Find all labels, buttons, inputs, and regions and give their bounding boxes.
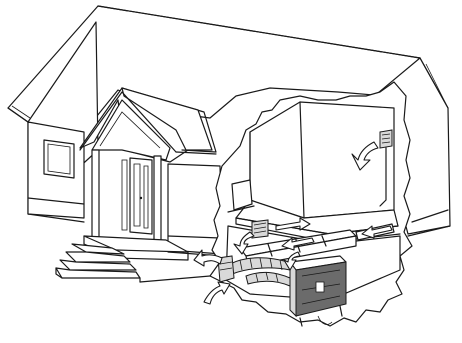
airflow-arrow-trunk-1 — [275, 217, 311, 231]
porch — [55, 87, 217, 283]
airflow-arrow-room-duct — [361, 225, 393, 239]
front-door — [129, 157, 153, 235]
exterior-ducts — [217, 255, 291, 287]
ground-line — [139, 275, 211, 283]
airflow-arrow-return — [233, 231, 255, 255]
airflow-arrow-trunk-2 — [281, 237, 315, 251]
airflow-arrow-room — [351, 141, 379, 171]
house-exterior — [7, 5, 421, 257]
airflow-arrow-intake — [203, 281, 231, 305]
front-wall-right — [167, 163, 223, 257]
front-steps — [55, 243, 141, 283]
cutaway-interior — [193, 81, 413, 327]
airflow-arrow-unit — [283, 251, 301, 271]
ventilation-unit — [289, 255, 347, 327]
house-window — [43, 139, 75, 179]
porch-column-left — [91, 149, 100, 239]
porch-column-right — [153, 155, 162, 247]
room-back-wall — [249, 101, 395, 219]
wall-vent — [379, 129, 393, 149]
return-register — [251, 219, 269, 239]
airflow-arrow-exhaust — [193, 249, 223, 267]
